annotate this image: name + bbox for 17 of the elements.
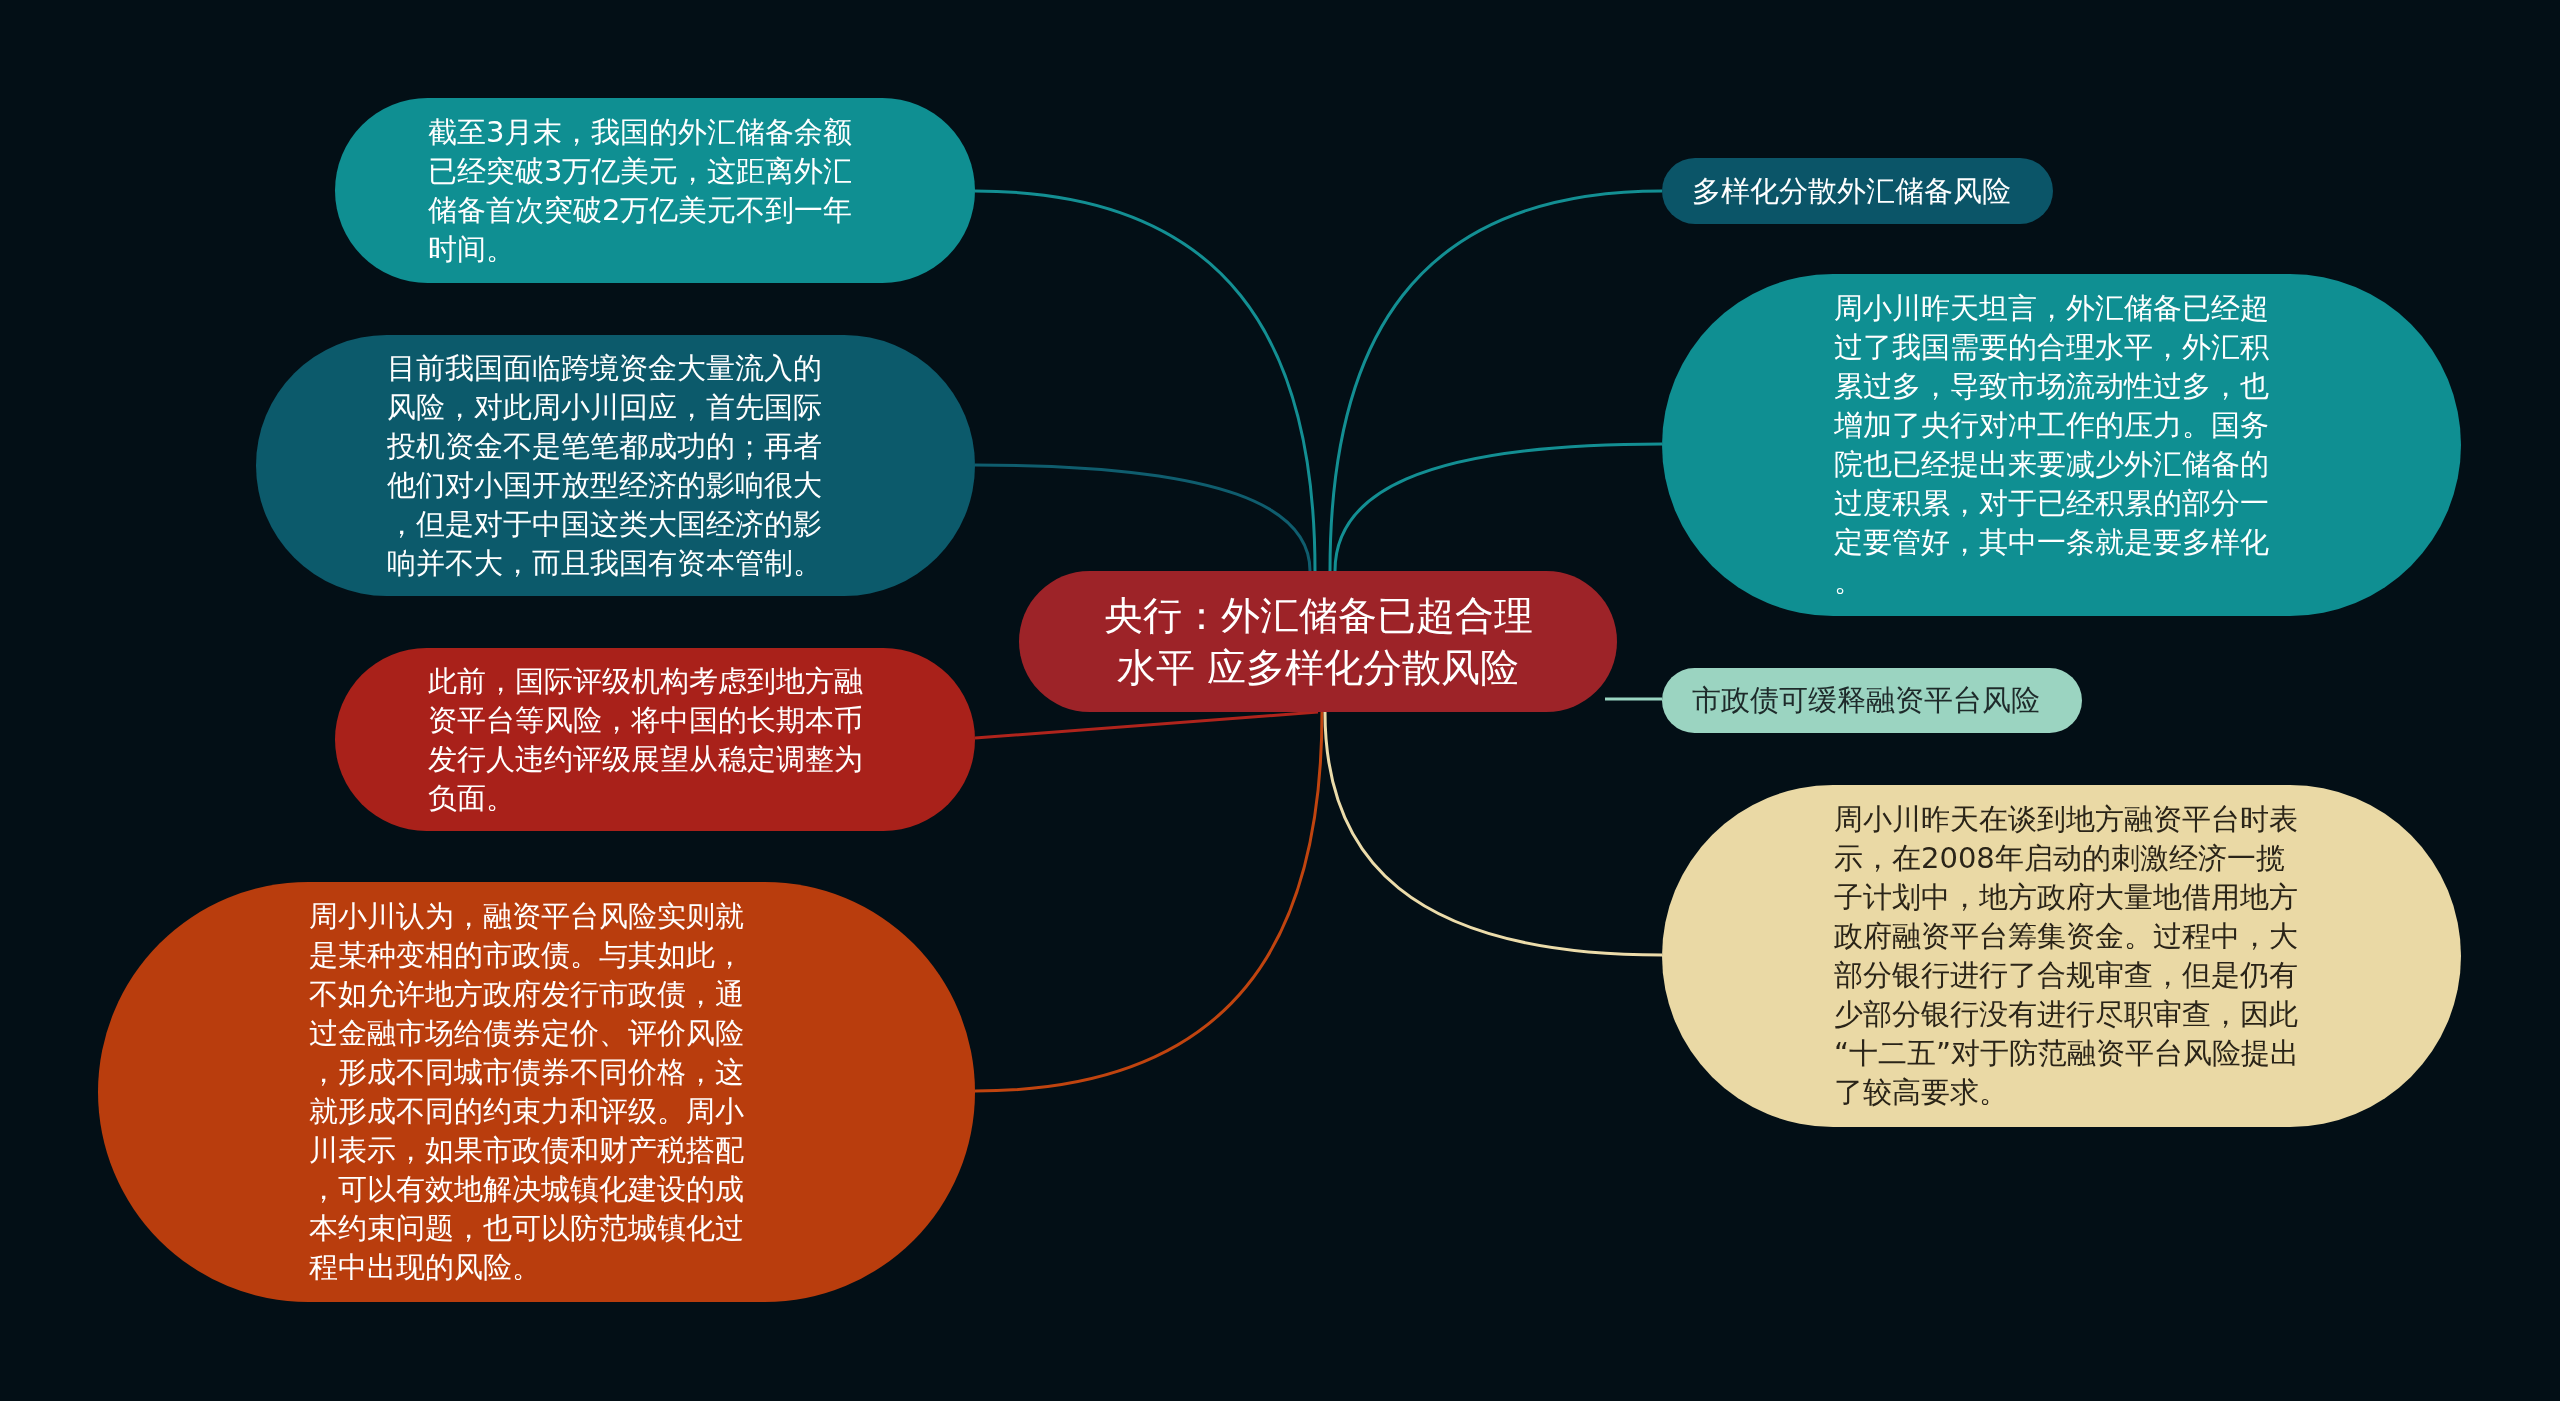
connector-line [1333,442,1663,572]
node-text: 周小川认为，融资平台风险实则就是某种变相的市政债。与其如此，不如允许地方政府发行市政债，通过金融市场给债券定价、评价风险，形成不同城市债券不同价格，这就形成不同的约束力和评级。周小川表示，如果市政债和财产税搭配，可以有效地解决城镇化建设的成本约束问题，也可以防范城镇化过程中出现的风险。 [309,898,745,1286]
node-text: 此前，国际评级机构考虑到地方融资平台等风险，将中国的长期本币发行人违约评级展望从稳定调整为负面。 [428,662,864,817]
node-text: 周小川昨天坦言，外汇储备已经超过了我国需要的合理水平，外汇积累过多，导致市场流动性过多，也增加了央行对冲工作的压力。国务院也已经提出来要减少外汇储备的过度积累，对于已经积累的部分一定要管好，其中一条就是要多样化。 [1834,290,2270,600]
connector-line [1328,189,1663,572]
node-text: 目前我国面临跨境资金大量流入的风险，对此周小川回应，首先国际投机资金不是笔笔都成功的；再者他们对小国开放型经济的影响很大，但是对于中国这类大国经济的影响并不大，而且我国有资本管制。 [387,349,823,582]
node-text: 截至3月末，我国的外汇储备余额已经突破3万亿美元，这距离外汇储备首次突破2万亿美元不到一年时间。 [428,113,854,268]
node-text: 周小川昨天在谈到地方融资平台时表示，在2008年启动的刺激经济一揽子计划中，地方政府大量地借用地方政府融资平台筹集资金。过程中，大部分银行进行了合规审查，但是仍有少部分银行没有进行尽职审查，因此“十二五”对于防范融资平台风险提出了较高要求。 [1834,801,2301,1111]
connector-line [1323,711,1663,957]
connector-line [974,711,1324,1093]
topic-title: 央行：外汇储备已超合理水平 应多样化分散风险 [1102,591,1534,692]
connector-line [974,463,1312,572]
connector-line [974,189,1317,572]
node-text: 市政债可缓释融资平台风险 [1692,682,2040,719]
connector-line [1605,697,1662,701]
node-text: 多样化分散外汇储备风险 [1692,172,2011,210]
connector-line [974,710,1319,740]
